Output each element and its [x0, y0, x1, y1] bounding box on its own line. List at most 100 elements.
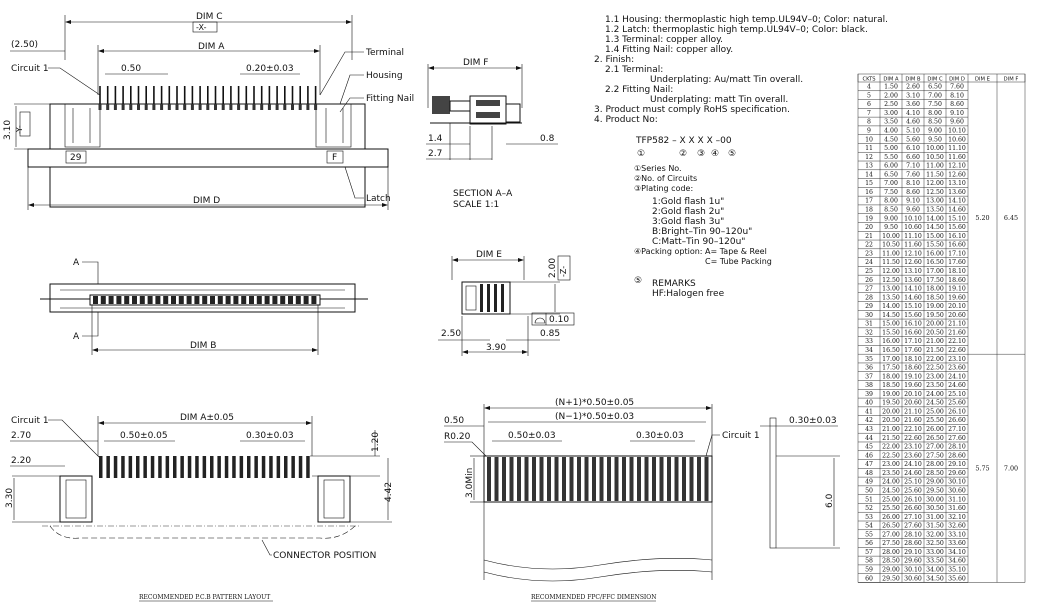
dim-f-label: DIM F	[463, 58, 488, 68]
table-cell: 4.60	[906, 119, 920, 126]
table-cell: 3.60	[906, 101, 920, 108]
pcb-d270: 2.70	[11, 431, 31, 441]
table-cell: 16.00	[926, 250, 944, 257]
table-cell: 12.50	[926, 189, 944, 196]
table-cell: 21.50	[926, 347, 944, 354]
note-line: 3. Product must comply RoHS specificatio…	[594, 105, 790, 115]
table-cell: 16.60	[948, 242, 966, 249]
bottom-pin	[108, 296, 114, 304]
pcb-pad	[202, 456, 207, 478]
pcb-d330: 3.30	[5, 488, 15, 508]
pcb-dim-a: DIM A±0.05	[180, 413, 234, 423]
table-cell: 18.00	[882, 373, 900, 380]
table-cell: 18.60	[948, 277, 966, 284]
table-cell: 10.50	[882, 242, 900, 249]
table-header: DIM B	[905, 76, 921, 82]
table-cell: 20.60	[904, 400, 922, 407]
table-cell: 20	[865, 224, 873, 231]
table-cell: 19	[865, 215, 873, 222]
fpc-finger	[509, 457, 514, 501]
table-cell: 28.60	[904, 540, 922, 547]
table-cell: 22	[865, 242, 873, 249]
halogen-free: HF:Halogen free	[652, 289, 725, 299]
pcb-d220: 2.20	[11, 456, 31, 466]
terminal-pin-root	[198, 104, 202, 110]
note-line: 1.2 Latch: thermoplastic high temp.UL94V…	[605, 25, 868, 35]
table-cell: 19.10	[948, 286, 966, 293]
dim-c-label: DIM C	[196, 12, 223, 22]
table-group-value: 5.75	[975, 464, 989, 472]
fitting-nail-label: Fitting Nail	[366, 94, 414, 104]
table-cell: 28.00	[926, 461, 944, 468]
terminal-pin-root	[175, 104, 179, 110]
table-cell: 14.00	[882, 303, 900, 310]
table-cell: 23.00	[882, 461, 900, 468]
table-cell: 28	[865, 294, 873, 301]
pcb-pad	[276, 456, 281, 478]
table-header: DIM A	[883, 76, 899, 82]
table-cell: 39	[865, 391, 873, 398]
table-cell: 10.60	[948, 136, 966, 143]
pcb-pad	[239, 456, 244, 478]
table-cell: 29.50	[926, 487, 944, 494]
terminal-label: Terminal	[365, 48, 404, 58]
packing-note-2: C= Tube Packing	[705, 257, 772, 266]
table-cell: 5	[867, 92, 871, 99]
table-cell: 17.60	[904, 347, 922, 354]
table-cell: 10.10	[904, 215, 922, 222]
table-cell: 30.60	[904, 575, 922, 582]
table-cell: 11.00	[882, 250, 900, 257]
table-cell: 3.10	[906, 92, 920, 99]
table-cell: 19.50	[882, 400, 900, 407]
table-cell: 7.60	[906, 171, 920, 178]
pcb-pad	[232, 456, 236, 478]
plating-note: ③Plating code:	[634, 184, 693, 193]
fpc-finger	[584, 457, 589, 501]
terminal-pin-root	[267, 104, 271, 110]
series-note: ①Series No.	[634, 164, 682, 173]
table-cell: 26.50	[882, 523, 900, 530]
pcb-d442: 4.42	[384, 482, 394, 502]
table-cell: 18.60	[904, 365, 922, 372]
fpc-finger	[704, 457, 709, 501]
fpc-d050: 0.50	[444, 416, 464, 426]
table-cell: 19.60	[948, 294, 966, 301]
table-cell: 27.10	[904, 514, 922, 521]
table-cell: 16.10	[904, 321, 922, 328]
table-cell: 25.60	[904, 487, 922, 494]
table-cell: 32.00	[926, 531, 944, 538]
table-cell: 12.60	[904, 259, 922, 266]
table-cell: 16.50	[882, 347, 900, 354]
table-cell: 57	[865, 549, 873, 556]
table-cell: 53	[865, 514, 873, 521]
pcb-pad	[187, 456, 192, 478]
terminal-pin-root	[283, 104, 287, 110]
terminal-pin-root	[152, 104, 156, 110]
table-cell: 27.10	[948, 426, 966, 433]
side-view: DIM E 2.00 -Z- 0.10 2.50 0.85 3.90	[438, 250, 575, 356]
fpc-side-profile	[769, 417, 777, 549]
table-cell: 18.10	[948, 268, 966, 275]
fpc-thickness: 0.30±0.03	[789, 416, 837, 426]
table-cell: 21	[865, 233, 873, 240]
table-cell: 17.50	[882, 365, 900, 372]
note-line: 1.3 Terminal: copper alloy.	[605, 35, 723, 45]
table-cell: 6.50	[884, 171, 898, 178]
table-cell: 35.10	[948, 567, 966, 574]
fpc-finger	[599, 457, 604, 501]
table-cell: 26.00	[882, 514, 900, 521]
circuits-note: ②No. of Circuits	[634, 174, 697, 183]
table-cell: 34.00	[926, 567, 944, 574]
fpc-pitch-2: 0.30±0.03	[636, 431, 684, 441]
table-cell: 13.10	[948, 180, 966, 187]
fpc-finger	[682, 457, 686, 501]
table-cell: 19.10	[904, 373, 922, 380]
fpc-fingers	[487, 457, 709, 501]
table-cell: 26.10	[948, 408, 966, 415]
table-cell: 31	[865, 321, 873, 328]
table-cell: 13	[865, 163, 873, 170]
table-cell: 26.10	[904, 496, 922, 503]
table-cell: 17.00	[882, 356, 900, 363]
fpc-finger	[629, 457, 634, 501]
table-cell: 2.50	[884, 101, 898, 108]
